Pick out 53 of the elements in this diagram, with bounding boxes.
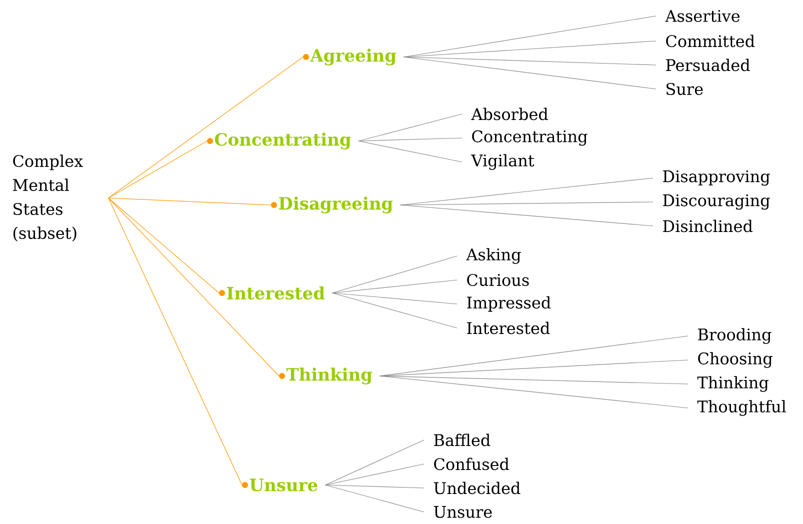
branch-line (332, 280, 458, 294)
category-label: Concentrating (207, 132, 351, 150)
category-label: Thinking (279, 368, 372, 384)
branch-line (108, 198, 242, 486)
branch-line (325, 440, 424, 486)
branch-line (332, 292, 458, 328)
leaf-label: Discouraging (663, 194, 770, 210)
branch-line (108, 198, 272, 206)
leaf-label: Brooding (698, 328, 772, 344)
leaf-label: Unsure (434, 506, 492, 518)
leaf-label: Undecided (434, 482, 520, 494)
branch-line (325, 484, 424, 488)
branch-line (108, 140, 208, 198)
leaf-label: Sure (666, 82, 703, 96)
leaf-label: Assertive (665, 10, 740, 22)
category-label: Unsure (242, 478, 318, 492)
branch-line (403, 56, 656, 90)
branch-line (403, 16, 656, 58)
branch-line (332, 256, 458, 294)
leaf-label: Baffled (434, 434, 490, 446)
branch-line (325, 484, 424, 512)
branch-line (403, 56, 656, 66)
leaf-label: Thoughtful (697, 400, 786, 416)
category-label: Agreeing (303, 48, 396, 66)
leaf-label: Impressed (467, 296, 551, 312)
leaf-label: Thinking (697, 376, 768, 392)
leaf-label: Persuaded (666, 58, 750, 72)
branch-line (358, 140, 462, 162)
leaf-label: Vigilant (471, 154, 534, 170)
branch-line (400, 204, 654, 226)
leaf-label: Choosing (698, 352, 772, 368)
branch-line (325, 464, 424, 486)
category-label: Interested (219, 286, 325, 300)
leaf-label: Curious (467, 274, 529, 286)
leaf-label: Disinclined (663, 220, 753, 232)
leaf-label: Absorbed (471, 108, 548, 120)
root-label: Complex Mental States (subset) (13, 154, 83, 242)
branch-line (379, 376, 688, 384)
branch-line (108, 56, 304, 198)
branch-line (108, 198, 280, 376)
category-label: Disagreeing (271, 196, 393, 214)
leaf-label: Interested (467, 322, 550, 334)
branch-line (379, 376, 688, 408)
leaf-label: Concentrating (472, 130, 588, 146)
branch-line (358, 138, 462, 142)
leaf-label: Disapproving (663, 170, 770, 186)
branch-line (108, 198, 220, 294)
branch-line (400, 202, 654, 206)
leaf-label: Committed (666, 34, 755, 48)
branch-line (332, 292, 458, 304)
branch-line (358, 114, 462, 142)
leaf-label: Confused (434, 458, 510, 470)
leaf-label: Asking (466, 248, 521, 264)
